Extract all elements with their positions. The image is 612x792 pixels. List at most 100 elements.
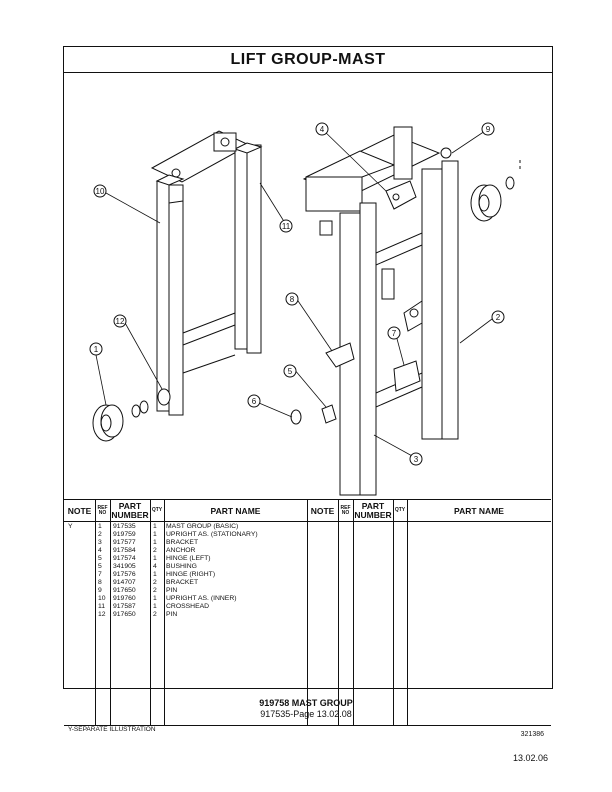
part-number: 917535: [113, 523, 136, 530]
callout-11: 11: [279, 219, 293, 233]
pin-drawing: [321, 404, 337, 424]
part-name: MAST GROUP (BASIC): [166, 523, 239, 530]
callout-8: 8: [285, 292, 299, 306]
page-date: 13.02.06: [513, 753, 549, 763]
part-name: PIN: [166, 587, 178, 594]
svg-text:4: 4: [320, 125, 325, 134]
table-row: 9 917650 2 PIN: [64, 587, 307, 595]
part-number: 919760: [113, 595, 136, 602]
part-name: UPRIGHT AS. (STATIONARY): [166, 531, 258, 538]
header-part-name: PART NAME: [210, 505, 261, 516]
footnote: Y-SEPARATE ILLUSTRATION: [68, 726, 156, 733]
caption-group-title: 919758 MAST GROUP: [259, 698, 353, 708]
header-qty-2: QTY: [394, 507, 406, 514]
header-part-number-2: PART NUMBER: [354, 501, 392, 520]
svg-text:11: 11: [282, 222, 291, 231]
table-row: 4 917584 2 ANCHOR: [64, 547, 307, 555]
illustration-number: 321386: [520, 731, 544, 738]
part-ref-no: 8: [98, 579, 102, 586]
callout-9: 9: [481, 122, 495, 136]
part-name: ANCHOR: [166, 547, 196, 554]
part-qty: 1: [153, 523, 157, 530]
part-ref-no: 12: [98, 611, 106, 618]
part-ref-no: 1: [98, 523, 102, 530]
part-number: 917650: [113, 611, 136, 618]
part-qty: 1: [153, 571, 157, 578]
part-ref-no: 4: [98, 547, 102, 554]
svg-text:3: 3: [414, 455, 419, 464]
parts-table: NOTE REF NO PART NUMBER QTY PART NAME NO…: [64, 499, 551, 725]
callout-1: 1: [89, 342, 103, 356]
table-row: Y 1 917535 1 MAST GROUP (BASIC): [64, 523, 307, 531]
part-number: 917587: [113, 603, 136, 610]
svg-text:1: 1: [94, 345, 99, 354]
part-ref-no: 5: [98, 563, 102, 570]
inner-upright-drawing: [150, 130, 263, 416]
header-qty: QTY: [151, 507, 163, 514]
part-qty: 1: [153, 539, 157, 546]
callout-5: 5: [283, 364, 297, 378]
part-qty: 2: [153, 579, 157, 586]
part-note: Y: [68, 523, 73, 530]
part-number: 917574: [113, 555, 136, 562]
part-qty: 2: [153, 611, 157, 618]
part-qty: 4: [153, 563, 157, 570]
roller-bearing-left-drawing: [92, 388, 171, 442]
part-ref-no: 2: [98, 531, 102, 538]
part-qty: 2: [153, 587, 157, 594]
part-number: 914707: [113, 579, 136, 586]
header-note-2: NOTE: [310, 505, 335, 516]
svg-text:10: 10: [96, 187, 105, 196]
header-part-name-2: PART NAME: [454, 505, 504, 516]
part-name: CROSSHEAD: [166, 603, 210, 610]
part-name: BUSHING: [166, 563, 197, 570]
parts-page-frame: LIFT GROUP-MAST: [63, 46, 553, 738]
part-number: 917577: [113, 539, 136, 546]
svg-text:12: 12: [116, 317, 125, 326]
part-ref-no: 5: [98, 555, 102, 562]
svg-text:8: 8: [290, 295, 295, 304]
bushing-drawing: [290, 409, 302, 425]
part-ref-no: 9: [98, 587, 102, 594]
part-qty: 1: [153, 595, 157, 602]
part-number: 917584: [113, 547, 136, 554]
header-ref-no: REF NO: [97, 504, 108, 516]
svg-text:2: 2: [496, 313, 501, 322]
part-number: 919759: [113, 531, 136, 538]
callout-10: 10: [93, 184, 107, 198]
part-qty: 1: [153, 531, 157, 538]
roller-bearing-right-drawing: [470, 157, 521, 222]
part-ref-no: 11: [98, 603, 106, 610]
part-number: 341905: [113, 563, 136, 570]
header-note: NOTE: [67, 505, 92, 516]
table-row: 5 341905 4 BUSHING: [64, 563, 307, 571]
part-name: HINGE (RIGHT): [166, 571, 216, 578]
part-number: 917650: [113, 587, 136, 594]
callout-4: 4: [315, 122, 329, 136]
callout-2: 2: [491, 310, 505, 324]
callout-7: 7: [387, 326, 401, 340]
caption-page-reference: 917535-Page 13.02.08: [260, 709, 352, 719]
svg-text:7: 7: [392, 329, 397, 338]
callout-3: 3: [409, 452, 423, 466]
part-number: 917576: [113, 571, 136, 578]
footer-divider: [64, 725, 551, 726]
header-part-number: PART NUMBER: [111, 501, 149, 520]
page-title: LIFT GROUP-MAST: [64, 47, 552, 73]
svg-text:6: 6: [252, 397, 257, 406]
part-qty: 2: [153, 547, 157, 554]
svg-text:9: 9: [486, 125, 491, 134]
header-ref-no-2: REF NO: [340, 504, 351, 516]
part-ref-no: 10: [98, 595, 106, 602]
table-row: 2 919759 1 UPRIGHT AS. (STATIONARY): [64, 531, 307, 539]
part-name: BRACKET: [166, 539, 199, 546]
callout-6: 6: [247, 394, 261, 408]
part-name: HINGE (LEFT): [166, 555, 211, 562]
